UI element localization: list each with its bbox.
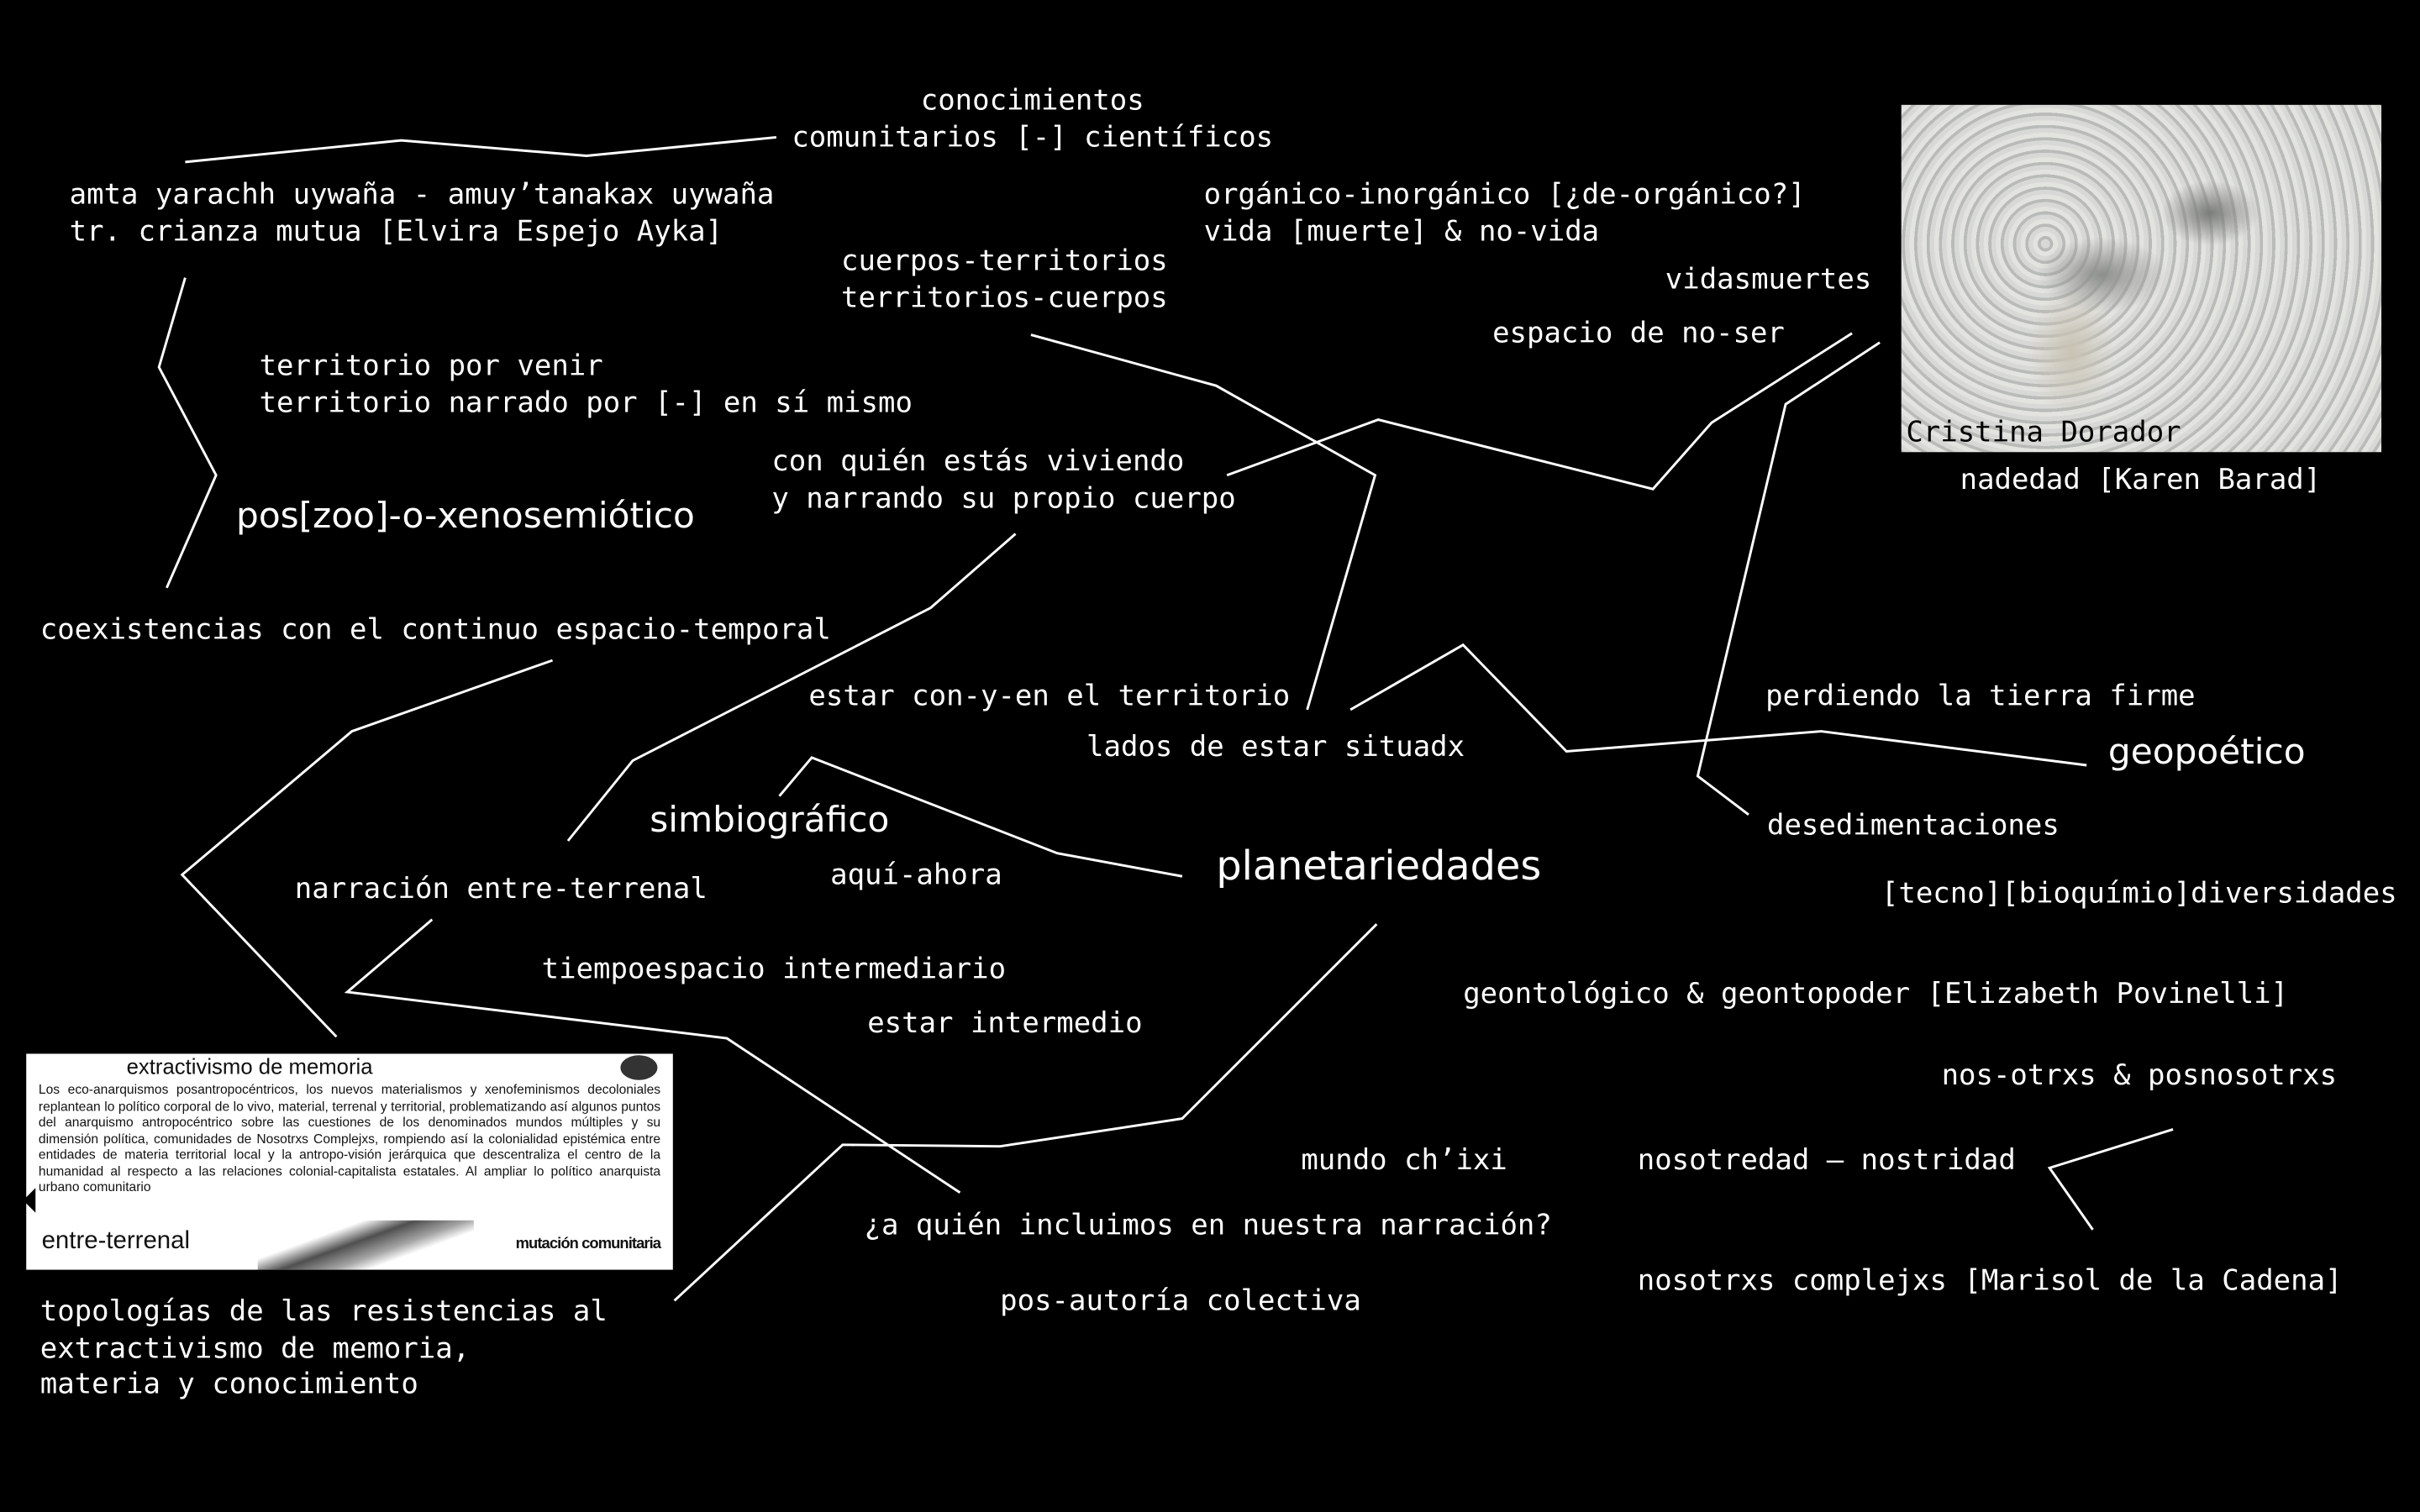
- node-nadedad: nadedad [Karen Barad]: [1960, 464, 2322, 497]
- connector-line: [778, 756, 1183, 878]
- node-lados-situadx: lados de estar situadx: [1086, 731, 1465, 764]
- node-pos-autoria: pos-autoría colectiva: [1000, 1284, 1361, 1318]
- node-amta-yarachh: amta yarachh uywaña - amuy’tanakax uywañ…: [69, 179, 775, 248]
- node-coexistencias: coexistencias con el continuo espacio-te…: [39, 614, 831, 647]
- connector-line: [2047, 1128, 2174, 1231]
- connector-line: [344, 918, 961, 1194]
- collage-entre-terrenal: entre-terrenal: [41, 1228, 191, 1255]
- arrow-marker-icon: [23, 1188, 36, 1213]
- node-con-quien: con quién estás viviendo y narrando su p…: [771, 445, 1236, 515]
- node-estar-intermedio: estar intermedio: [867, 1007, 1143, 1040]
- node-desedimentaciones: desedimentaciones: [1767, 810, 2060, 843]
- node-tiempoespacio: tiempoespacio intermediario: [541, 953, 1007, 986]
- node-mundo-chixi: mundo ch’ixi: [1301, 1144, 1507, 1178]
- collage-paragraph: Los eco-anarquismos posantropocéntricos,…: [38, 1081, 661, 1194]
- node-nos-otrxs: nos-otrxs & posnosotrxs: [1941, 1059, 2338, 1093]
- node-nosotrxs-complejxs: nosotrxs complejxs [Marisol de la Cadena…: [1637, 1265, 2343, 1298]
- node-simbiografico: simbiográfico: [650, 801, 890, 842]
- connector-line: [180, 659, 554, 1038]
- brush-stroke-graphic: [257, 1220, 474, 1270]
- connector-line: [673, 923, 1378, 1302]
- node-nosotredad: nosotredad – nostridad: [1637, 1144, 2016, 1178]
- connector-line: [1349, 643, 2087, 767]
- node-organico-inorganico: orgánico-inorgánico [¿de-orgánico?] vida…: [1203, 179, 1806, 248]
- connector-line: [185, 136, 777, 164]
- node-planetariedades: planetariedades: [1216, 843, 1542, 890]
- node-geontologico: geontológico & geontopoder [Elizabeth Po…: [1463, 978, 2289, 1011]
- node-espacio-no-ser: espacio de no-ser: [1492, 318, 1785, 350]
- connector-line: [1226, 332, 1853, 491]
- node-tecno-diversidades: [tecno][bioquímio]diversidades: [1881, 878, 2397, 911]
- collage-mutacion: mutación comunitaria: [515, 1236, 661, 1253]
- node-aqui-ahora: aquí-ahora: [830, 859, 1002, 892]
- node-narracion-entre-terrenal: narración entre-terrenal: [294, 873, 708, 906]
- node-perdiendo-tierra: perdiendo la tierra firme: [1765, 680, 2196, 713]
- node-geopoetico: geopoético: [2107, 732, 2306, 774]
- node-conocimientos: conocimientos comunitarios [-] científic…: [792, 85, 1274, 154]
- connector-line: [1696, 341, 1881, 816]
- node-estar-con-y-en: estar con-y-en el territorio: [808, 680, 1291, 713]
- collage-title: extractivismo de memoria: [126, 1053, 373, 1079]
- node-territorio-por-venir: territorio por venir territorio narrado …: [259, 349, 913, 419]
- connector-line: [157, 277, 218, 589]
- node-topologias: topologías de las resistencias al extrac…: [39, 1295, 608, 1401]
- node-vidasmuertes: vidasmuertes: [1665, 264, 1872, 297]
- ink-blot-graphic: [620, 1055, 658, 1080]
- photo-salt-crust: Cristina Dorador: [1901, 104, 2382, 453]
- collage-extractivismo-memoria: extractivismo de memoria Los eco-anarqui…: [26, 1053, 673, 1270]
- connector-line: [1030, 333, 1377, 711]
- photo-credit: Cristina Dorador: [1906, 416, 2181, 449]
- node-poszoo-xenosemiotico: pos[zoo]-o-xenosemiótico: [236, 496, 695, 538]
- node-cuerpos-territorios: cuerpos-territorios territorios-cuerpos: [841, 245, 1168, 314]
- connector-line: [566, 533, 1017, 842]
- node-a-quien-incluimos: ¿a quién incluimos en nuestra narración?: [864, 1209, 1552, 1242]
